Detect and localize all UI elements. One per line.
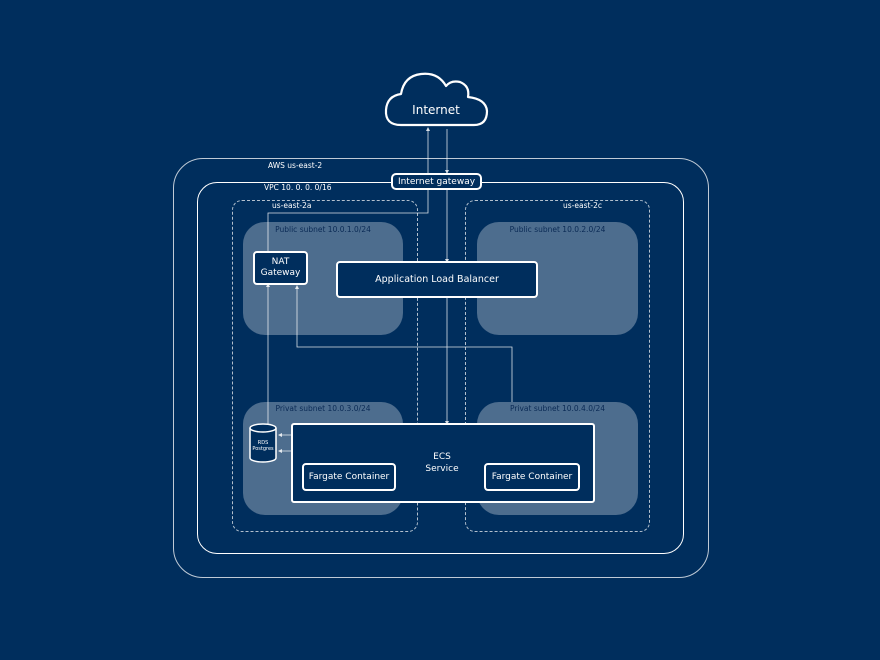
private-subnet-c-label: Privat subnet 10.0.4.0/24: [509, 404, 606, 413]
nat-gateway-line1: NAT: [271, 257, 290, 267]
public-subnet-a-label: Public subnet 10.0.1.0/24: [275, 225, 371, 234]
az-a-label: us-east-2a: [272, 201, 312, 210]
fargate-container-c[interactable]: Fargate Container: [484, 463, 580, 491]
rds-line1: RDS: [257, 440, 269, 446]
region-label: AWS us-east-2: [268, 161, 323, 170]
rds-line2: Postgres: [252, 446, 274, 452]
nat-gateway[interactable]: NAT Gateway: [253, 251, 308, 285]
cloud-icon: [384, 72, 489, 127]
application-load-balancer[interactable]: Application Load Balancer: [336, 261, 538, 298]
ecs-service-label: ECS Service: [412, 451, 472, 475]
availability-zone-a: [232, 200, 418, 532]
nat-gateway-line2: Gateway: [260, 268, 301, 278]
private-c-to-nat: [295, 285, 513, 402]
nat-to-igw: [267, 190, 429, 254]
vpc-label: VPC 10. 0. 0. 0/16: [264, 183, 332, 192]
rds-label: RDS Postgres: [246, 440, 280, 452]
internet-label: Internet: [412, 103, 460, 117]
internet-gateway[interactable]: Internet gateway: [391, 173, 482, 190]
az-c-label: us-east-2c: [563, 201, 603, 210]
ecs-line1: ECS: [433, 452, 451, 462]
aws-region: [173, 158, 709, 578]
availability-zone-c: [465, 200, 650, 532]
private-subnet-a-label: Privat subnet 10.0.3.0/24: [275, 404, 371, 413]
public-subnet-c-label: Public subnet 10.0.2.0/24: [509, 225, 606, 234]
ecs-line2: Service: [425, 464, 459, 474]
database-icon: [249, 423, 277, 463]
fargate-container-a[interactable]: Fargate Container: [302, 463, 396, 491]
